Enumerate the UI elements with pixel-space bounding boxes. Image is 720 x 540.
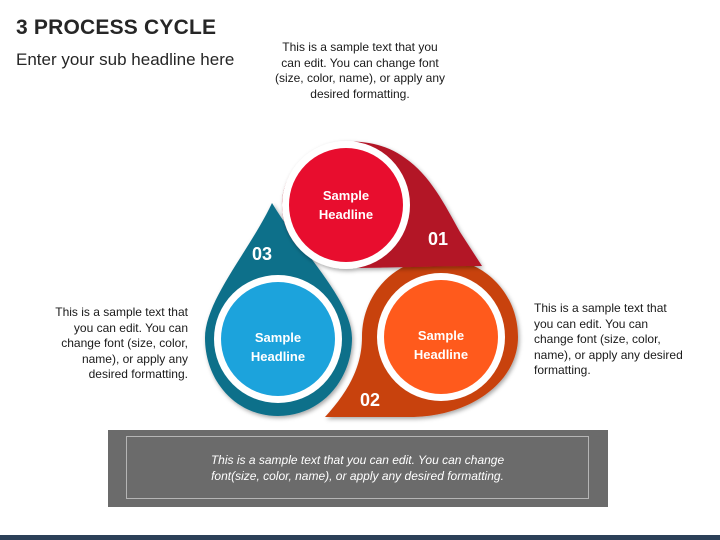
summary-banner-line1: This is a sample text that you can edit.… bbox=[210, 453, 505, 467]
step-3-shape bbox=[205, 203, 352, 416]
step-2-shape bbox=[325, 258, 518, 417]
summary-banner-line2: font(size, color, name), or apply any de… bbox=[211, 469, 504, 483]
step-3-number: 03 bbox=[252, 244, 273, 264]
step-2-number: 02 bbox=[360, 390, 381, 410]
description-top: This is a sample text that you can edit.… bbox=[274, 40, 446, 101]
step-2-headline-line1: Sample bbox=[417, 328, 465, 343]
step-1-headline: Sample Headline bbox=[296, 186, 396, 224]
step-3-headline: Sample Headline bbox=[228, 328, 328, 366]
step-1-headline-line2: Headline bbox=[318, 207, 374, 222]
page-title: 3 PROCESS CYCLE bbox=[16, 16, 217, 39]
bottom-bar bbox=[0, 535, 720, 540]
step-3-headline-line1: Sample bbox=[254, 330, 302, 345]
page-subtitle: Enter your sub headline here bbox=[16, 50, 235, 69]
step-1-shape bbox=[282, 141, 482, 269]
step-1-headline-line1: Sample bbox=[322, 188, 370, 203]
summary-banner-frame: This is a sample text that you can edit.… bbox=[126, 436, 589, 499]
step-2-headline: Sample Headline bbox=[391, 326, 491, 364]
summary-banner: This is a sample text that you can edit.… bbox=[108, 430, 608, 507]
step-1-number: 01 bbox=[428, 229, 449, 249]
step-2-headline-line2: Headline bbox=[413, 347, 469, 362]
step-3-headline-line2: Headline bbox=[250, 349, 306, 364]
description-right: This is a sample text that you can edit.… bbox=[534, 301, 683, 378]
description-left: This is a sample text that you can edit.… bbox=[55, 305, 188, 382]
summary-banner-text: This is a sample text that you can edit.… bbox=[127, 452, 588, 484]
